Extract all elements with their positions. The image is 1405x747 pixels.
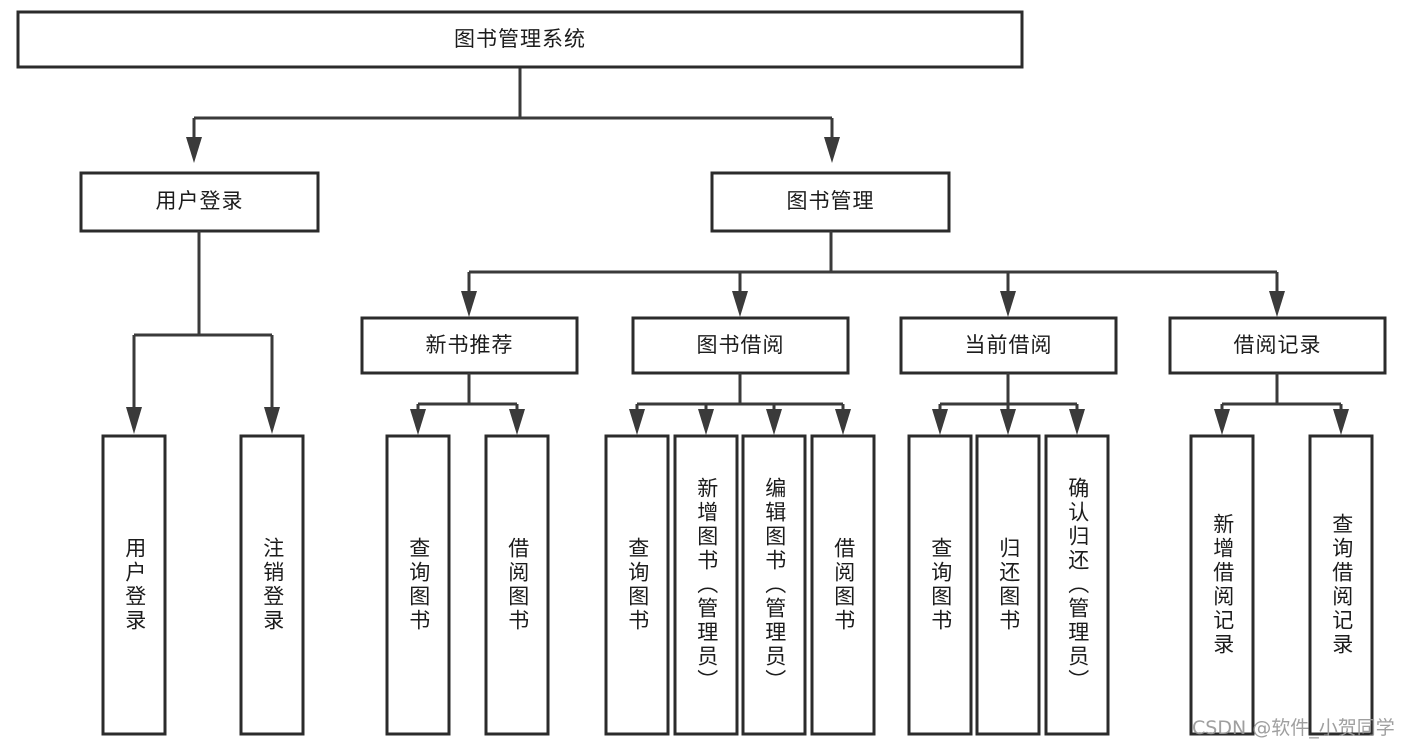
connector-book-borrow-to-leaves [629,373,851,435]
arrow-head-icon [509,409,525,435]
connector-current-borrow-to-leaves [932,373,1085,435]
connector-user-login-to-leaves [126,231,280,434]
leaf-box-logout-login[interactable] [239,434,305,736]
arrow-head-icon [1000,291,1016,317]
node-current-borrow[interactable] [899,316,1118,375]
node-user-login[interactable] [79,171,320,233]
leaf-box-edit-book[interactable] [741,434,807,736]
arrow-head-icon [629,409,645,435]
arrow-head-icon [835,409,851,435]
arrow-head-icon [732,291,748,317]
arrow-head-icon [186,137,202,163]
arrow-head-icon [126,407,142,434]
arrow-head-icon [824,137,840,163]
leaf-box-return-book[interactable] [975,434,1041,736]
arrow-head-icon [461,291,477,317]
arrow-head-icon [410,409,426,435]
node-book-management[interactable] [710,171,951,233]
connector-new-book-recommend-to-leaves [410,373,525,435]
arrow-head-icon [1000,409,1016,435]
leaf-box-confirm-return[interactable] [1044,434,1110,736]
node-book-borrow[interactable] [631,316,850,375]
arrow-head-icon [698,409,714,435]
arrow-head-icon [932,409,948,435]
arrow-head-icon [1069,409,1085,435]
arrow-head-icon [1214,409,1230,435]
arrow-head-icon [766,409,782,435]
connector-borrow-record-to-leaves [1214,373,1349,435]
leaf-box-borrow-book-2[interactable] [810,434,876,736]
leaf-box-add-book[interactable] [673,434,739,736]
arrow-head-icon [1269,291,1285,317]
connector-root-to-level2 [186,67,840,163]
arrow-head-icon [264,407,280,434]
leaf-box-add-borrow-record[interactable] [1189,434,1255,736]
node-borrow-record[interactable] [1168,316,1387,375]
leaf-box-query-book-3[interactable] [907,434,973,736]
node-new-book-recommend[interactable] [360,316,579,375]
leaf-box-query-book-1[interactable] [385,434,451,736]
arrow-head-icon [1333,409,1349,435]
leaf-box-user-login[interactable] [101,434,167,736]
leaf-box-query-borrow-record[interactable] [1308,434,1374,736]
node-root[interactable] [16,10,1024,69]
leaf-box-query-book-2[interactable] [604,434,670,736]
connector-book-management-to-level3 [461,231,1285,317]
leaf-box-borrow-book-1[interactable] [484,434,550,736]
